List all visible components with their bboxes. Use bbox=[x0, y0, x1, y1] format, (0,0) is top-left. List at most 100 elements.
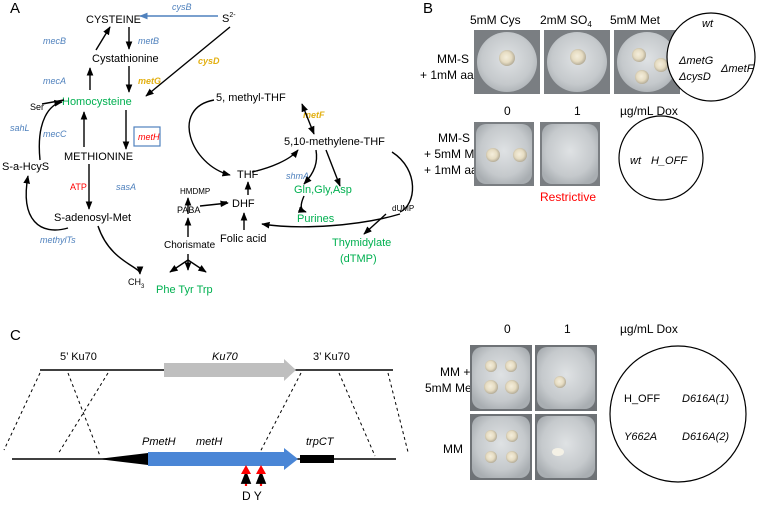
metabolite-aromatic-amino-acids: Phe Tyr Trp bbox=[156, 284, 213, 296]
metabolite-folic-acid: Folic acid bbox=[220, 233, 266, 245]
construct-trpct: trpCT bbox=[306, 436, 335, 448]
metabolite-methylene-thf: 5,10-methylene-THF bbox=[284, 136, 385, 148]
gene-mecC: mecC bbox=[43, 129, 67, 139]
dox-label-1: 1 bbox=[574, 104, 581, 118]
metabolite-dump: dUMP bbox=[392, 204, 414, 213]
metabolite-ch3: CH3 bbox=[128, 277, 145, 290]
construct-meth: metH bbox=[196, 436, 222, 448]
metabolite-gln-gly-asp: Gln,Gly,Asp bbox=[294, 184, 352, 196]
locus-ku70: Ku70 bbox=[212, 351, 239, 363]
panel-b-label: B bbox=[423, 0, 433, 17]
c-dox-label-1: 1 bbox=[564, 322, 571, 336]
terminator-block bbox=[300, 455, 334, 463]
metabolite-purines: Purines bbox=[297, 213, 335, 225]
panel-b: B 5mM Cys 2mM SO4 5mM Met MM-S + 1mM aac… bbox=[420, 0, 756, 204]
c-medium-met: 5mM Met bbox=[425, 381, 476, 395]
medium-mm-s: MM-S bbox=[437, 52, 469, 66]
dox-unit: µg/mL Dox bbox=[620, 104, 678, 118]
promoter-triangle bbox=[98, 453, 148, 465]
metabolite-ser: Ser bbox=[30, 102, 44, 112]
legend-wt-2: wt bbox=[630, 155, 642, 167]
gene-metH: metH bbox=[138, 132, 160, 142]
metabolite-methyl-thf: 5, methyl-THF bbox=[216, 92, 286, 104]
metabolite-hmdmp: HMDMP bbox=[180, 187, 210, 196]
metabolite-homocysteine: Homocysteine bbox=[62, 96, 132, 108]
c-dox-unit: µg/mL Dox bbox=[620, 322, 678, 336]
legend-h-off-c: H_OFF bbox=[624, 393, 660, 405]
plate-dox-0 bbox=[474, 122, 534, 186]
restrictive-label: Restrictive bbox=[540, 190, 596, 204]
legend-metG: ΔmetG bbox=[678, 55, 714, 67]
colony bbox=[505, 360, 517, 372]
metabolite-dhf: DHF bbox=[232, 198, 255, 210]
colony bbox=[554, 376, 566, 388]
medium-met: + 5mM Met bbox=[424, 147, 485, 161]
locus-3-ku70: 3’ Ku70 bbox=[313, 351, 350, 363]
gene-shmA: shmA bbox=[286, 171, 309, 181]
plate-so4 bbox=[544, 30, 610, 94]
c-medium-mm: MM bbox=[443, 442, 463, 456]
medium-aac-2: + 1mM aac bbox=[424, 163, 484, 177]
c-plate-mm-dox-0 bbox=[470, 414, 532, 480]
ku70-gene-arrow bbox=[164, 359, 296, 381]
locus-5-ku70: 5’ Ku70 bbox=[60, 351, 97, 363]
plate-cys bbox=[474, 30, 540, 94]
plate-label-so4: 2mM SO4 bbox=[540, 13, 592, 29]
gene-cysB: cysB bbox=[172, 2, 192, 12]
plate-dox-1 bbox=[540, 122, 600, 186]
legend-d616a-2: D616A(2) bbox=[682, 431, 729, 443]
strain-legend-top: wt ΔmetG ΔcysD ΔmetF bbox=[666, 12, 756, 102]
c-medium-mm-plus: MM + bbox=[440, 365, 470, 379]
legend-wt: wt bbox=[702, 18, 714, 30]
colony bbox=[485, 360, 497, 372]
metabolite-thymidylate: Thymidylate bbox=[332, 237, 391, 249]
panel-c: C 5’ Ku70 Ku70 3’ Ku70 PmetH metH trpCT … bbox=[3, 322, 747, 503]
metabolite-chorismate: Chorismate bbox=[164, 240, 216, 251]
gene-mecA: mecA bbox=[43, 76, 66, 86]
gene-metG: metG bbox=[138, 76, 161, 86]
metabolite-sulfide: S2- bbox=[222, 12, 236, 25]
colony bbox=[486, 148, 500, 162]
gene-metB: metB bbox=[138, 36, 159, 46]
gene-cysD: cysD bbox=[198, 56, 220, 66]
gene-mecB: mecB bbox=[43, 36, 66, 46]
metabolite-methionine: METHIONINE bbox=[64, 151, 133, 163]
c-plate-mm-dox-1 bbox=[535, 414, 597, 480]
panel-a-label: A bbox=[10, 0, 20, 17]
colony bbox=[632, 48, 646, 62]
pathway-arrows bbox=[23, 12, 414, 275]
panel-c-label: C bbox=[10, 327, 21, 344]
colony bbox=[484, 380, 498, 394]
metabolite-dtmp: (dTMP) bbox=[340, 253, 377, 265]
c-plate-met-dox-1 bbox=[535, 345, 597, 411]
plate-label-met: 5mM Met bbox=[610, 13, 661, 27]
legend-h-off: H_OFF bbox=[651, 155, 688, 167]
legend-d616a-1: D616A(1) bbox=[682, 393, 729, 405]
legend-y662a: Y662A bbox=[624, 431, 657, 443]
mutation-arrows bbox=[240, 470, 267, 486]
metabolite-sah: S-a-HcyS bbox=[2, 161, 49, 173]
dox-label-0: 0 bbox=[504, 104, 511, 118]
metabolite-cysteine: CYSTEINE bbox=[86, 14, 141, 26]
strain-legend-c: H_OFF D616A(1) Y662A D616A(2) bbox=[609, 345, 747, 483]
plate-label-cys: 5mM Cys bbox=[470, 13, 521, 27]
colony bbox=[505, 380, 519, 394]
metH-box bbox=[133, 126, 161, 147]
colony bbox=[635, 70, 649, 84]
metabolite-atp: ATP bbox=[70, 182, 87, 192]
panel-a: A CYSTEINE S2- Cystathionine Homocystein… bbox=[2, 0, 414, 296]
colony bbox=[654, 58, 668, 72]
recombination-lines bbox=[3, 372, 409, 457]
gene-sasA: sasA bbox=[116, 182, 136, 192]
colony bbox=[552, 448, 564, 456]
legend-cysD: ΔcysD bbox=[678, 71, 711, 83]
gene-methylTs: methylTs bbox=[40, 235, 76, 245]
mutation-y-head bbox=[256, 465, 266, 474]
c-dox-label-0: 0 bbox=[504, 322, 511, 336]
medium-mm-s-2: MM-S bbox=[438, 131, 470, 145]
metabolite-cystathionine: Cystathionine bbox=[92, 53, 159, 65]
c-plate-met-dox-0 bbox=[470, 345, 532, 411]
colony bbox=[506, 430, 518, 442]
colony bbox=[506, 451, 518, 463]
colony bbox=[499, 50, 515, 66]
